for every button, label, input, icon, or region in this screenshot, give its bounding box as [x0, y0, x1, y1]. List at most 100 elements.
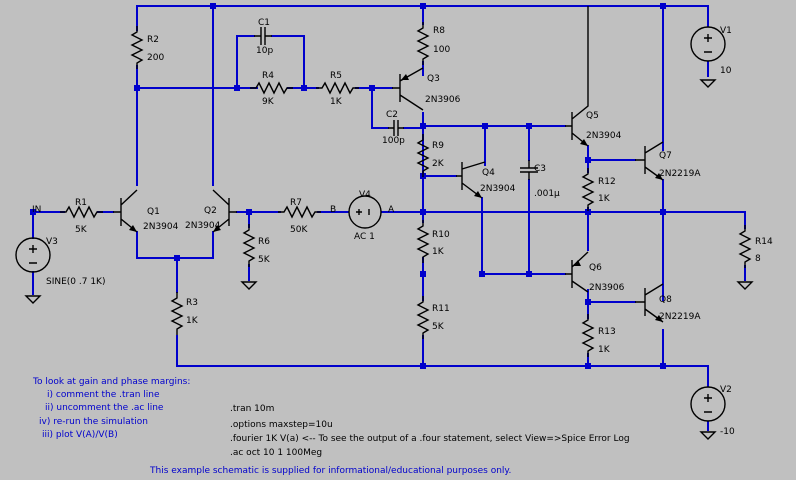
q3-ref: Q3 [427, 74, 440, 84]
r9-ref: R9 [432, 141, 444, 151]
transistor-q7[interactable]: Q7 2N2219A [635, 141, 701, 181]
r1-value: 5K [75, 225, 88, 235]
transistor-q4[interactable]: Q4 2N3904 [456, 161, 516, 199]
transistor-q2[interactable]: Q2 2N3904 [185, 189, 237, 233]
r12-ref: R12 [598, 177, 616, 187]
directive-fourier: .fourier 1K V(a) <-- To see the output o… [230, 434, 630, 444]
junction-dots [30, 3, 666, 369]
c3-ref: C3 [534, 164, 546, 174]
resistor-r14[interactable]: R14 8 [739, 224, 773, 269]
directive-tran: .tran 10m [230, 404, 274, 414]
r14-ref: R14 [755, 237, 773, 247]
resistor-r5[interactable]: R5 1K [315, 71, 360, 107]
q7-ref: Q7 [659, 151, 672, 161]
resistor-r12[interactable]: R12 1K [582, 167, 616, 212]
r13-ref: R13 [598, 327, 616, 337]
q3-value: 2N3906 [425, 95, 461, 105]
resistor-r11[interactable]: R11 5K [417, 295, 450, 340]
net-label-a: A [388, 205, 395, 215]
resistor-r8[interactable]: R8 100 [417, 21, 450, 66]
q5-ref: Q5 [586, 111, 599, 121]
r4-ref: R4 [262, 71, 274, 81]
v3-value: SINE(0 .7 1K) [46, 277, 105, 287]
q1-value: 2N3904 [143, 222, 179, 232]
r2-value: 200 [147, 53, 164, 63]
q1-ref: Q1 [147, 207, 160, 217]
resistor-r13[interactable]: R13 1K [582, 313, 616, 358]
q2-value: 2N3904 [185, 221, 221, 231]
q5-value: 2N3904 [586, 131, 622, 141]
resistor-r9[interactable]: R9 2K [417, 133, 445, 178]
transistor-q8[interactable]: Q8 2N2219A [635, 283, 701, 323]
instruction-line: iv) re-run the simulation [39, 417, 148, 427]
net-label-b: B [330, 205, 336, 215]
q7-value: 2N2219A [659, 169, 701, 179]
r10-ref: R10 [432, 230, 450, 240]
q4-value: 2N3904 [480, 184, 516, 194]
resistor-r3[interactable]: R3 1K [171, 291, 199, 336]
resistor-r7[interactable]: R7 50K [277, 198, 322, 235]
r14-value: 8 [755, 254, 761, 264]
capacitor-c1[interactable]: C1 10p [254, 18, 273, 56]
voltage-source-v4[interactable]: V4 AC 1 [348, 190, 382, 242]
r7-value: 50K [290, 225, 308, 235]
r8-ref: R8 [433, 26, 445, 36]
r9-value: 2K [432, 159, 445, 169]
v2-ref: V2 [720, 385, 732, 395]
r4-value: 9K [262, 97, 275, 107]
q8-ref: Q8 [659, 295, 672, 305]
r5-ref: R5 [330, 71, 342, 81]
q6-value: 2N3906 [589, 283, 625, 293]
resistor-r2[interactable]: R2 200 [131, 25, 164, 70]
v4-value: AC 1 [354, 232, 375, 242]
disclaimer-note: This example schematic is supplied for i… [149, 466, 511, 476]
r6-value: 5K [258, 255, 271, 265]
instruction-line: ii) uncomment the .ac line [45, 403, 164, 413]
r1-ref: R1 [75, 198, 87, 208]
r10-value: 1K [432, 247, 445, 257]
v3-ref: V3 [46, 237, 58, 247]
q8-value: 2N2219A [659, 312, 701, 322]
directive-options: .options maxstep=10u [230, 420, 333, 430]
transistor-q6[interactable]: Q6 2N3906 [565, 251, 625, 293]
transistor-q3[interactable]: Q3 2N3906 [392, 67, 461, 111]
voltage-source-v2[interactable]: V2 -10 [690, 385, 735, 440]
c3-value: .001µ [534, 189, 560, 199]
q6-ref: Q6 [589, 263, 602, 273]
v4-ref: V4 [359, 190, 371, 200]
voltage-source-v1[interactable]: V1 10 [690, 26, 732, 88]
resistor-r6[interactable]: R6 5K [243, 223, 271, 268]
v1-value: 10 [720, 66, 732, 76]
wires [32, 5, 746, 431]
v1-ref: V1 [720, 26, 732, 36]
r3-ref: R3 [186, 298, 198, 308]
r8-value: 100 [433, 45, 450, 55]
resistor-r10[interactable]: R10 1K [417, 219, 450, 264]
net-label-in: IN [32, 205, 41, 215]
r7-ref: R7 [290, 198, 302, 208]
transistor-q5[interactable]: Q5 2N3904 [565, 6, 622, 147]
capacitor-c2[interactable]: C2 100p [382, 110, 405, 146]
transistor-q1[interactable]: Q1 2N3904 [113, 189, 179, 233]
r3-value: 1K [186, 316, 199, 326]
q4-ref: Q4 [482, 168, 495, 178]
spice-directives: .tran 10m .options maxstep=10u .fourier … [230, 404, 630, 458]
r11-value: 5K [432, 322, 445, 332]
resistor-r4[interactable]: R4 9K [249, 71, 294, 107]
instructions-note: To look at gain and phase margins: i) co… [32, 377, 190, 440]
c2-value: 100p [382, 136, 405, 146]
instruction-line: iii) plot V(A)/V(B) [42, 430, 118, 440]
r5-value: 1K [330, 97, 343, 107]
ground-symbols [241, 281, 753, 290]
r11-ref: R11 [432, 304, 450, 314]
resistor-r1[interactable]: R1 5K [59, 198, 104, 235]
r2-ref: R2 [147, 35, 159, 45]
r12-value: 1K [598, 194, 611, 204]
instruction-line: To look at gain and phase margins: [32, 377, 190, 387]
instruction-line: i) comment the .tran line [47, 390, 160, 400]
voltage-source-v3[interactable]: V3 SINE(0 .7 1K) [15, 237, 105, 304]
capacitor-c3[interactable]: C3 .001µ [520, 160, 560, 199]
r6-ref: R6 [258, 237, 270, 247]
v2-value: -10 [720, 427, 735, 437]
